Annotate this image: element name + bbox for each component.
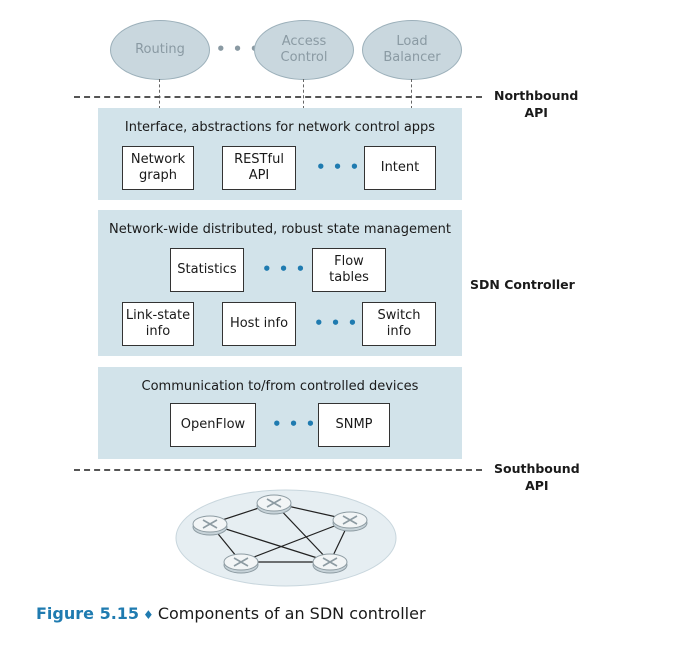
link-state-label-1: Link-state [125,308,191,323]
statistics-label: Statistics [177,262,237,277]
flow-tables-box: Flow tables [312,248,386,292]
link-state-label-2: info [145,324,171,339]
northbound-label-1: Northbound [494,88,579,103]
routing-app-bubble: Routing [110,20,210,80]
network-graph-box: Network graph [122,146,194,190]
northbound-divider [74,96,482,98]
snmp-box: SNMP [318,403,390,447]
apps-ellipsis: • • • [216,40,261,58]
routing-label: Routing [135,42,185,57]
southbound-label-1: Southbound [494,461,580,476]
switch-info-label-2: info [386,324,412,339]
northbound-label-2: API [524,105,548,120]
host-info-box: Host info [222,302,296,346]
load-balancer-label-2: Balancer [383,50,441,65]
host-info-label: Host info [229,316,289,331]
flow-tables-label-2: tables [329,270,369,285]
access-control-app-bubble: Access Control [254,20,354,80]
southbound-label-2: API [525,478,549,493]
interface-ellipsis: • • • [316,158,361,176]
routing-connector [159,79,160,109]
restful-api-box: RESTful API [222,146,296,190]
network-graph-label-1: Network [130,152,186,167]
caption-text: Components of an SDN controller [157,604,426,623]
access-control-connector [303,79,304,109]
flow-tables-label-1: Flow [334,254,364,269]
southbound-api-label: Southbound API [494,460,580,494]
figure-caption: Figure 5.15♦Components of an SDN control… [36,604,426,623]
snmp-label: SNMP [335,417,373,432]
communication-layer-panel: Communication to/from controlled devices… [98,367,462,459]
openflow-label: OpenFlow [180,417,246,432]
northbound-api-label: Northbound API [494,87,578,121]
access-control-label-2: Control [280,50,328,65]
caption-separator-icon: ♦ [143,608,154,622]
communication-layer-title: Communication to/from controlled devices [141,379,419,394]
restful-api-label-1: RESTful [234,152,284,167]
access-control-label-1: Access [281,34,327,49]
switch-icon-2 [256,494,292,515]
state-ellipsis-lower: • • • [314,314,359,332]
switch-info-label-1: Switch [377,308,421,323]
network-graph-label-2: graph [138,168,178,183]
state-management-panel: Network-wide distributed, robust state m… [98,210,462,356]
switch-info-box: Switch info [362,302,436,346]
state-management-title: Network-wide distributed, robust state m… [108,222,452,237]
intent-box: Intent [364,146,436,190]
sdn-controller-label: SDN Controller [470,277,575,292]
load-balancer-app-bubble: Load Balancer [362,20,462,80]
interface-layer-title: Interface, abstractions for network cont… [124,120,436,135]
statistics-box: Statistics [170,248,244,292]
switch-icon-4 [223,553,259,574]
switch-icon-1 [192,515,228,536]
load-balancer-connector [411,79,412,109]
restful-api-label-2: API [248,168,270,183]
openflow-box: OpenFlow [170,403,256,447]
load-balancer-label-1: Load [396,34,428,49]
figure-number: Figure 5.15 [36,604,140,623]
communication-ellipsis: • • • [272,415,317,433]
interface-layer-panel: Interface, abstractions for network cont… [98,108,462,200]
link-state-info-box: Link-state info [122,302,194,346]
switch-network-illustration [175,489,397,587]
southbound-divider [74,469,482,471]
state-ellipsis-upper: • • • [262,260,307,278]
intent-label: Intent [380,160,420,175]
switch-icon-3 [332,511,368,532]
switch-icon-5 [312,553,348,574]
